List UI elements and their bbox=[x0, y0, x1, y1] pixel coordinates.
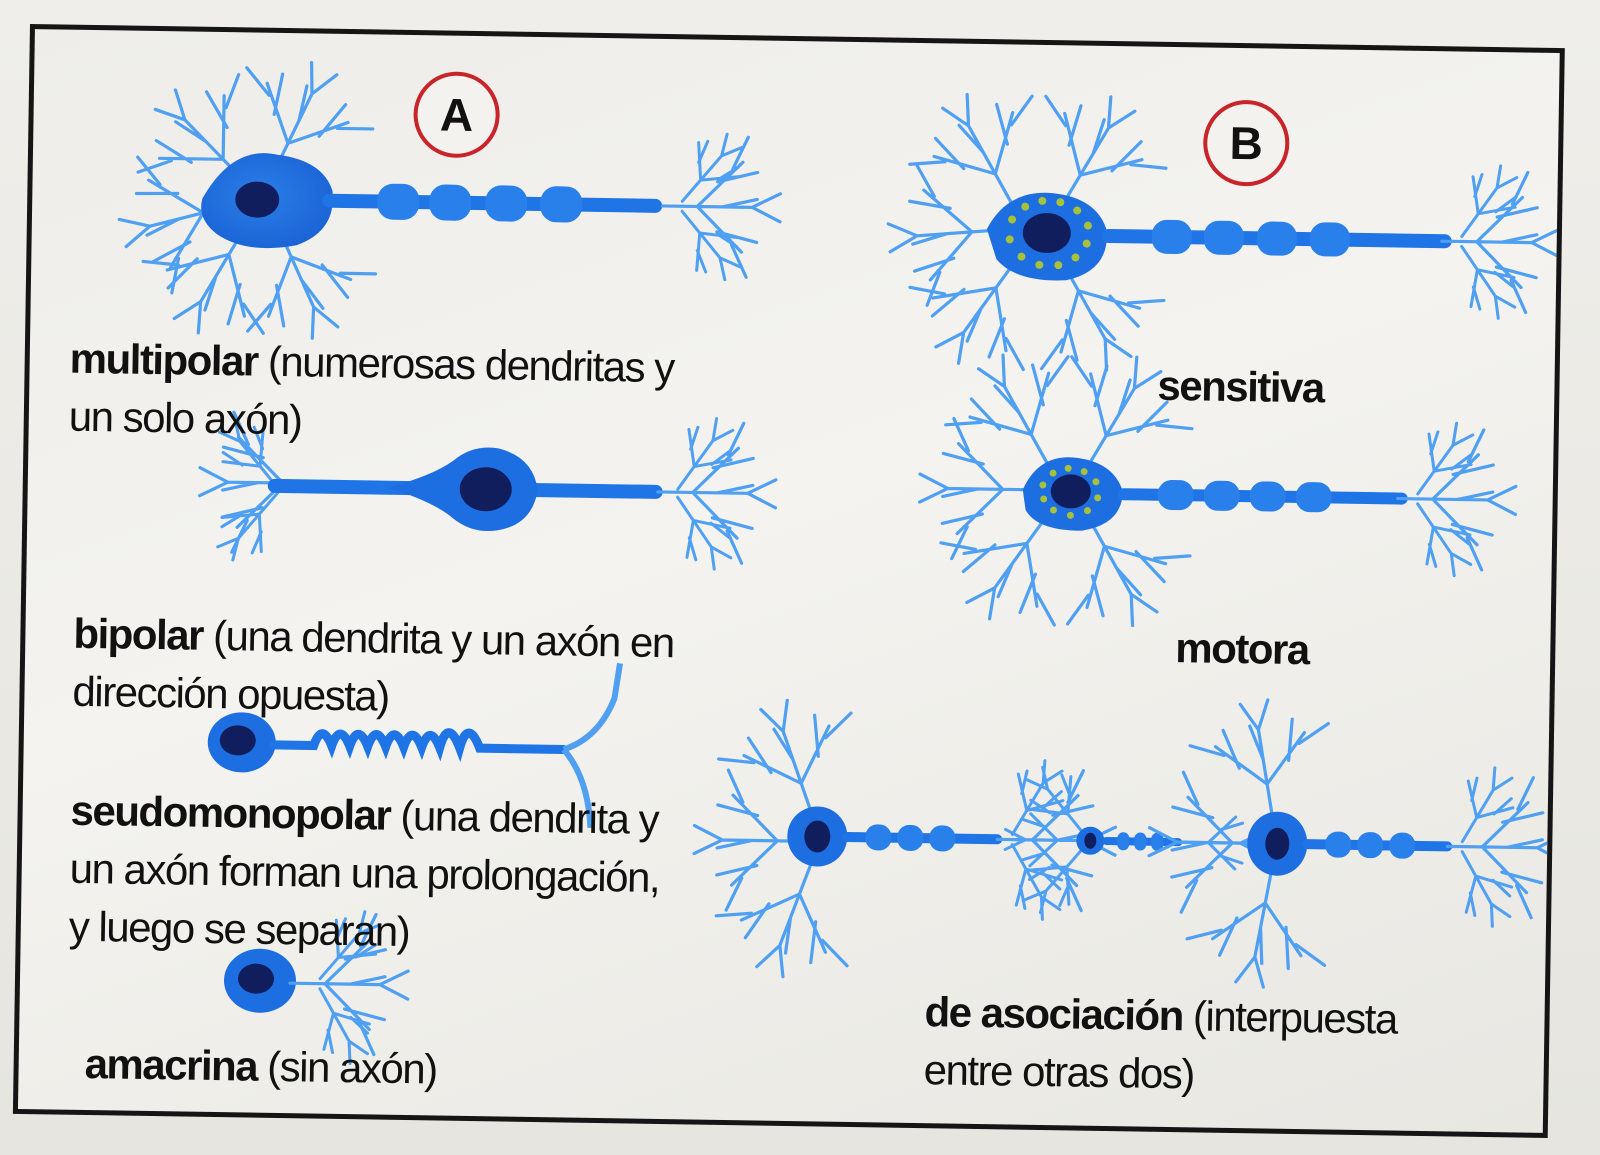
pseudounipolar-neuron-icon bbox=[207, 662, 623, 829]
seudomonopolar-label: seudomonopolar (una dendrita y un axón f… bbox=[68, 782, 660, 965]
asociacion-desc-line2: entre otras dos) bbox=[923, 1046, 1195, 1098]
seudomonopolar-desc-line2: un axón forman una prolongación, bbox=[69, 844, 660, 901]
multipolar-label: multipolar (numerosas dendritas y un sol… bbox=[68, 330, 674, 455]
motora-term: motora bbox=[1174, 624, 1310, 674]
motor-neuron-icon bbox=[917, 326, 1519, 655]
amacrina-label: amacrina (sin axón) bbox=[84, 1035, 437, 1099]
asociacion-desc-line1: (interpuesta bbox=[1192, 992, 1398, 1043]
bipolar-label: bipolar (una dendrita y un axón en direc… bbox=[72, 605, 674, 730]
amacrina-term: amacrina bbox=[84, 1039, 258, 1090]
diagram-frame: A B multipolar (numerosas dendritas y un… bbox=[12, 24, 1565, 1138]
association-neuron-chain-icon bbox=[691, 680, 1565, 1000]
multipolar-desc-line1: (numerosas dendritas y bbox=[267, 337, 675, 392]
bipolar-term: bipolar bbox=[73, 609, 204, 659]
multipolar-desc-line2: un solo axón) bbox=[68, 392, 302, 444]
seudomonopolar-desc-line3: y luego se separan) bbox=[68, 902, 410, 956]
neuron-illustrations bbox=[104, 36, 1565, 1073]
sensory-neuron-icon bbox=[882, 65, 1563, 399]
multipolar-neuron-icon bbox=[104, 36, 783, 364]
asociacion-label: de asociación (interpuesta entre otras d… bbox=[923, 983, 1397, 1106]
asociacion-term: de asociación bbox=[924, 988, 1184, 1040]
seudomonopolar-term: seudomonopolar bbox=[70, 786, 391, 839]
bipolar-desc-line1: (una dendrita y un axón en bbox=[212, 611, 675, 667]
bipolar-desc-line2: dirección opuesta) bbox=[72, 667, 390, 720]
panel-a-badge-letter: A bbox=[439, 88, 474, 141]
amacrine-neuron-icon bbox=[224, 899, 411, 1073]
panel-b-badge-letter: B bbox=[1229, 116, 1264, 170]
seudomonopolar-desc-line1: (una dendrita y bbox=[400, 791, 659, 843]
bipolar-neuron-icon bbox=[197, 407, 779, 580]
amacrina-desc: (sin axón) bbox=[266, 1042, 438, 1093]
multipolar-term: multipolar bbox=[69, 334, 259, 385]
sensitiva-term: sensitiva bbox=[1157, 361, 1325, 412]
motora-label: motora bbox=[1175, 619, 1309, 679]
sensitiva-label: sensitiva bbox=[1157, 357, 1324, 418]
